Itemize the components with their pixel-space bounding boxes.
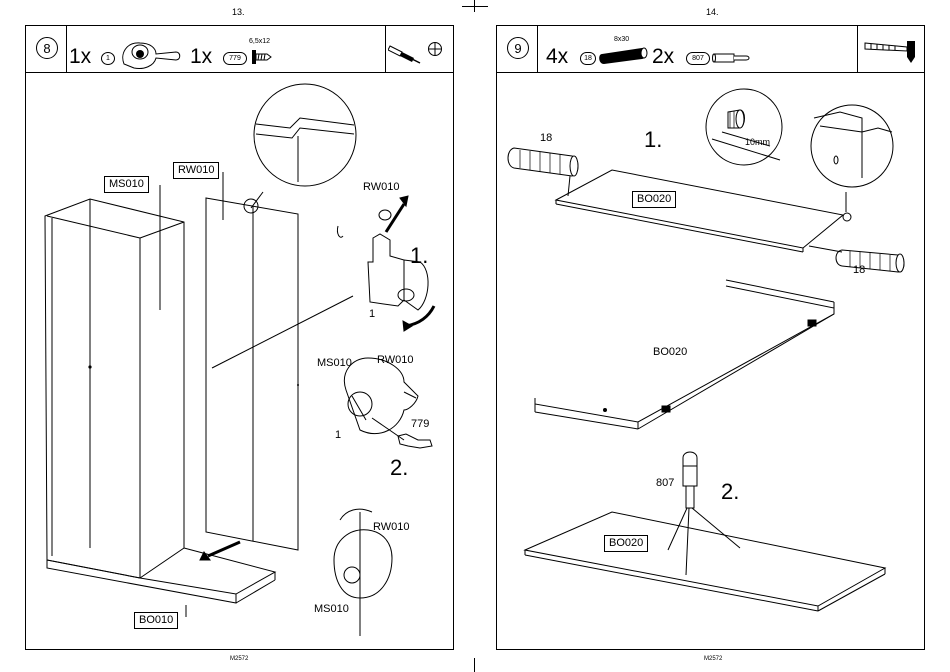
label-bo020-a: BO020 <box>632 191 676 208</box>
footer-code-right: M2572 <box>704 656 722 662</box>
label-bo020-c: BO020 <box>604 535 648 552</box>
label-dowel-18-a: 18 <box>540 132 552 144</box>
dimension-10mm: 10mm <box>745 137 770 147</box>
substep-2-right: 2. <box>721 479 739 505</box>
label-dowel-18-b: 18 <box>853 264 865 276</box>
label-bo020-b: BO020 <box>653 346 687 358</box>
substep-1-right: 1. <box>644 127 662 153</box>
label-pin-807: 807 <box>656 477 674 489</box>
